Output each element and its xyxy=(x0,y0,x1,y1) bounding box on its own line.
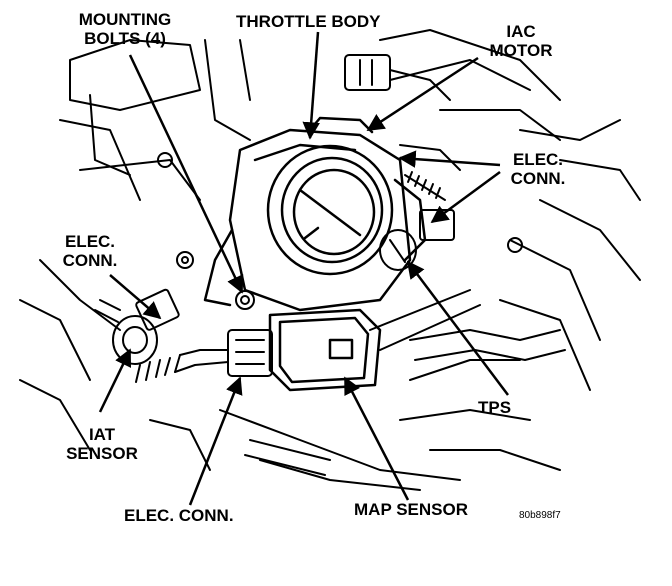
label-elec-conn-right: ELEC. CONN. xyxy=(498,150,578,188)
mounting-bolts xyxy=(157,152,523,310)
bottom-connector xyxy=(135,329,273,383)
leader-elec-conn-right-2 xyxy=(430,170,501,224)
tps-sensor xyxy=(379,229,417,271)
leader-mounting-bolts xyxy=(128,54,244,294)
leader-tps xyxy=(406,260,509,396)
leader-iat-sensor xyxy=(98,348,132,413)
label-iac-motor-line1: IAC xyxy=(506,22,536,41)
label-iac-motor-line2: MOTOR xyxy=(489,41,553,60)
iac-motor xyxy=(344,54,461,171)
right-connector xyxy=(404,171,455,241)
leader-map-sensor xyxy=(343,376,410,501)
label-elec-conn-right-line2: CONN. xyxy=(510,169,566,188)
throttle-body xyxy=(203,116,427,312)
label-elec-conn-bottom: ELEC. CONN. xyxy=(124,506,234,525)
label-elec-conn-left: ELEC. CONN. xyxy=(50,232,130,270)
label-mounting-bolts-line1: MOUNTING xyxy=(78,10,172,29)
leader-iac-motor xyxy=(366,56,479,132)
iat-sensor xyxy=(94,288,180,365)
figure-code: 80b898f7 xyxy=(519,510,561,521)
label-map-sensor: MAP SENSOR xyxy=(354,500,468,519)
label-iat-sensor-line2: SENSOR xyxy=(66,444,138,463)
label-tps: TPS xyxy=(478,398,512,417)
label-mounting-bolts-line2: BOLTS (4) xyxy=(84,29,166,48)
leader-elec-conn-right-1 xyxy=(398,150,501,168)
label-elec-conn-left-line1: ELEC. xyxy=(64,232,116,251)
intake-tubes xyxy=(244,289,566,476)
leader-elec-conn-left xyxy=(109,274,162,320)
leader-elec-conn-bottom xyxy=(188,376,243,506)
leader-lines xyxy=(98,31,509,506)
engine-background xyxy=(19,29,641,491)
label-iac-motor: IAC MOTOR xyxy=(478,22,564,60)
label-throttle-body: THROTTLE BODY xyxy=(236,12,381,31)
map-sensor xyxy=(268,308,382,392)
throttle-bore xyxy=(266,144,394,276)
label-elec-conn-right-line1: ELEC. xyxy=(512,150,564,169)
label-mounting-bolts: MOUNTING BOLTS (4) xyxy=(62,10,188,48)
leader-throttle-body xyxy=(302,31,320,140)
label-iat-sensor: IAT SENSOR xyxy=(52,425,152,463)
label-elec-conn-left-line2: CONN. xyxy=(62,251,118,270)
label-iat-sensor-line1: IAT xyxy=(88,425,116,444)
